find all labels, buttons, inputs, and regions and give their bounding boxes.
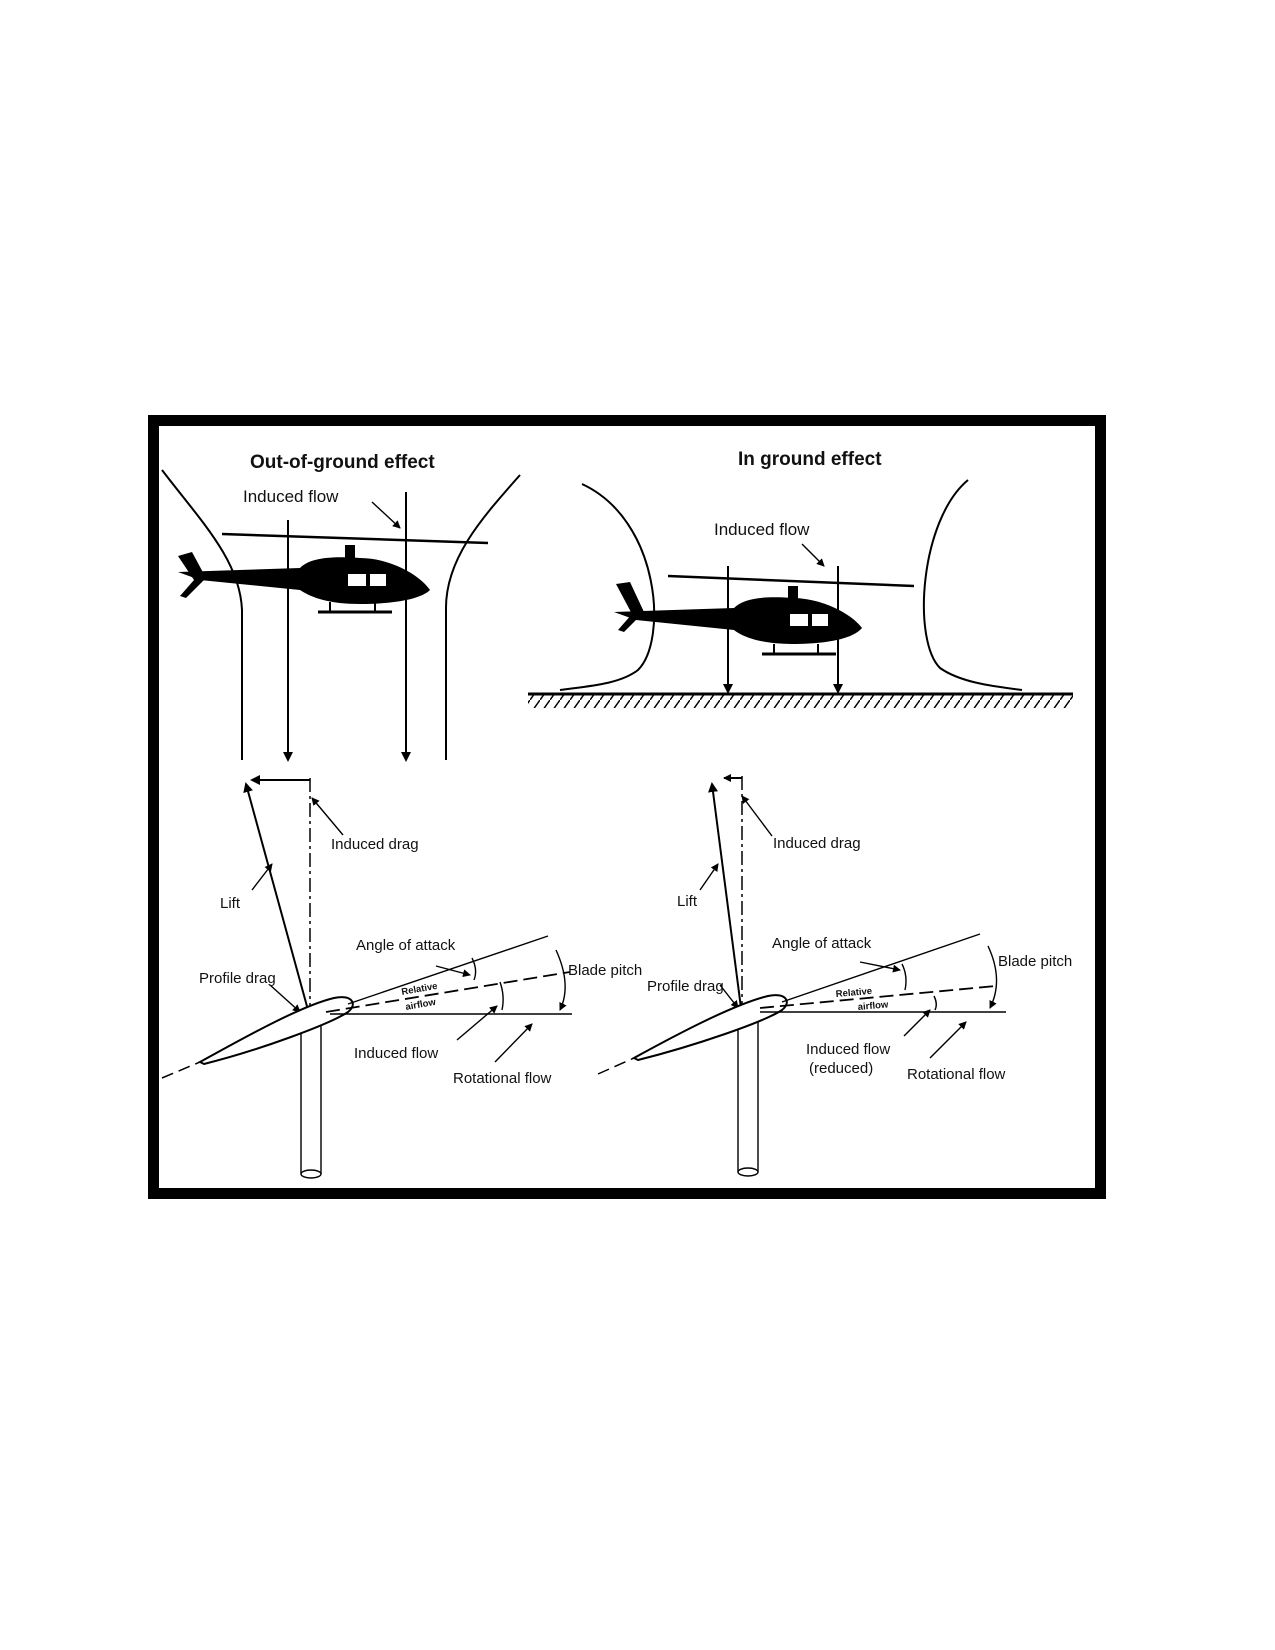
ige-induced-flow-pointer-2 bbox=[903, 1009, 931, 1037]
oge-rotor-shaft bbox=[300, 1015, 322, 1174]
ige-blade-pitch-label: Blade pitch bbox=[998, 953, 1072, 970]
oge-title: Out-of-ground effect bbox=[250, 452, 435, 473]
ige-induced-drag-label: Induced drag bbox=[773, 835, 861, 852]
ige-relative-label: Relative bbox=[835, 986, 872, 1000]
ige-left-vortex bbox=[559, 483, 656, 691]
ige-induced-flow-reduced-label: (reduced) bbox=[809, 1060, 873, 1077]
ige-induced-flow-vector-label: Induced flow bbox=[806, 1041, 890, 1058]
ige-angle-of-attack-pointer bbox=[859, 961, 901, 973]
ige-title: In ground effect bbox=[738, 449, 882, 470]
oge-profile-drag-label: Profile drag bbox=[199, 970, 276, 987]
oge-airflow-label: airflow bbox=[405, 997, 438, 1013]
ige-induced-flow-pointer bbox=[801, 543, 825, 567]
ige-rotational-flow-label: Rotational flow bbox=[907, 1066, 1006, 1083]
oge-chord-line bbox=[347, 935, 549, 1005]
oge-lift-pointer bbox=[251, 863, 273, 891]
oge-scene: Out-of-ground effect Induced flow bbox=[161, 452, 521, 762]
figure-frame bbox=[148, 415, 1106, 1199]
oge-angle-of-attack-label: Angle of attack bbox=[356, 937, 456, 954]
ige-vector-diagram: Induced drag Lift Angle of attack Blade … bbox=[597, 774, 1072, 1177]
ige-airfoil bbox=[631, 994, 788, 1062]
ige-induced-flow-label: Induced flow bbox=[714, 520, 810, 539]
ige-lift-vector bbox=[708, 782, 742, 1009]
ige-lift-label: Lift bbox=[677, 893, 698, 910]
ige-helicopter-icon bbox=[614, 574, 915, 656]
ige-blade-pitch-arc bbox=[987, 945, 998, 1009]
oge-chord-line-left bbox=[161, 1061, 201, 1079]
ige-angle-of-attack-label: Angle of attack bbox=[772, 935, 872, 952]
oge-left-streamline bbox=[161, 469, 243, 760]
oge-angle-of-attack-pointer bbox=[435, 965, 471, 978]
ige-induced-angle-arc bbox=[933, 995, 937, 1011]
ige-lift-pointer bbox=[699, 863, 719, 891]
ige-profile-drag-pointer bbox=[719, 984, 739, 1009]
ground-hatching bbox=[528, 695, 1073, 708]
ige-rotor-shaft bbox=[737, 1012, 759, 1172]
oge-helicopter-icon bbox=[178, 532, 489, 614]
oge-induced-flow-vector-label: Induced flow bbox=[354, 1045, 438, 1062]
oge-induced-flow-pointer-2 bbox=[456, 1005, 498, 1041]
oge-rotational-flow-pointer bbox=[494, 1023, 533, 1063]
oge-right-streamline bbox=[444, 474, 521, 760]
oge-induced-drag-label: Induced drag bbox=[331, 836, 419, 853]
oge-lift-vector bbox=[243, 782, 309, 1011]
oge-induced-flow-pointer bbox=[371, 501, 401, 529]
oge-airfoil bbox=[197, 996, 354, 1066]
ige-rotational-flow-pointer bbox=[929, 1021, 967, 1059]
oge-induced-angle-arc bbox=[499, 981, 504, 1011]
ige-angle-of-attack-arc bbox=[901, 963, 907, 991]
oge-lift-label: Lift bbox=[220, 895, 241, 912]
oge-vector-diagram: Induced drag Lift Angle of attack Blade … bbox=[161, 775, 642, 1179]
ige-profile-drag-label: Profile drag bbox=[647, 978, 724, 995]
oge-angle-of-attack-arc bbox=[471, 957, 477, 981]
ige-airflow-label: airflow bbox=[857, 999, 889, 1013]
oge-blade-pitch-arc bbox=[555, 949, 567, 1011]
oge-blade-pitch-label: Blade pitch bbox=[568, 962, 642, 979]
ige-chord-line bbox=[781, 933, 981, 1003]
oge-relative-airflow-line bbox=[325, 971, 571, 1013]
oge-profile-drag-pointer bbox=[269, 984, 301, 1013]
oge-induced-drag-pointer bbox=[311, 797, 344, 836]
ige-chord-line-left bbox=[597, 1057, 635, 1075]
ige-right-vortex bbox=[922, 479, 1023, 691]
oge-induced-flow-label: Induced flow bbox=[243, 487, 339, 506]
ige-induced-drag-pointer bbox=[741, 795, 773, 837]
oge-rotational-flow-label: Rotational flow bbox=[453, 1070, 552, 1087]
ige-scene: In ground effect Induced flow bbox=[528, 449, 1073, 708]
